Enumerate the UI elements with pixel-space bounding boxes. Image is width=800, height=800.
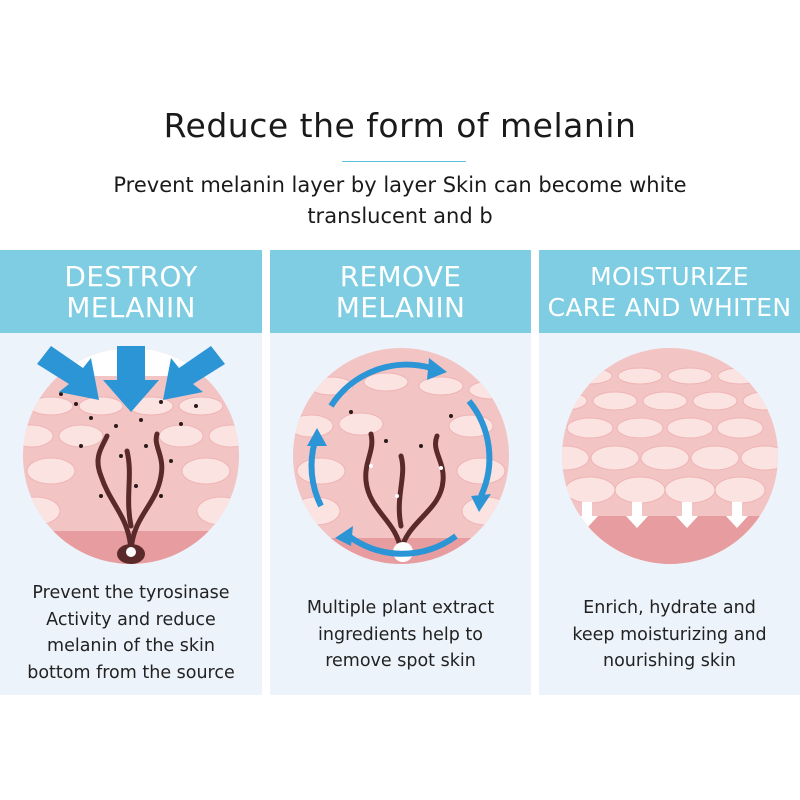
panel-header: DESTROY MELANIN bbox=[0, 250, 262, 333]
skin-cross-section-icon bbox=[23, 346, 239, 564]
panel-header: MOISTURIZE CARE AND WHITEN bbox=[539, 250, 800, 333]
page-title: Reduce the form of melanin bbox=[163, 106, 637, 145]
title-divider bbox=[342, 161, 466, 162]
panel-description: Prevent the tyrosinase Activity and redu… bbox=[0, 580, 262, 686]
panel-moisturize: MOISTURIZE CARE AND WHITEN bbox=[539, 250, 800, 695]
desc-line-3: nourishing skin bbox=[603, 651, 736, 671]
panel-destroy-melanin: DESTROY MELANIN bbox=[0, 250, 262, 695]
subtitle-line-2: translucent and b bbox=[307, 204, 493, 228]
skin-circulation-icon bbox=[292, 348, 509, 564]
remove-melanin-illustration bbox=[291, 346, 511, 566]
panel-header: REMOVE MELANIN bbox=[270, 250, 531, 333]
panel-header-line-2: CARE AND WHITEN bbox=[547, 292, 792, 322]
panel-remove-melanin: REMOVE MELANIN bbox=[270, 250, 531, 695]
desc-line-2: ingredients help to bbox=[318, 624, 483, 645]
desc-line-1: Multiple plant extract bbox=[306, 598, 495, 618]
moisturize-illustration bbox=[560, 346, 780, 566]
subtitle-line-1: Prevent melanin layer by layer Skin can … bbox=[113, 173, 687, 197]
desc-line-3: remove spot skin bbox=[325, 651, 476, 671]
panel-header-line-1: DESTROY bbox=[64, 259, 198, 293]
desc-line-1: Enrich, hydrate and bbox=[583, 598, 756, 618]
panel-header-line-1: REMOVE bbox=[339, 259, 462, 293]
panel-header-line-2: MELANIN bbox=[335, 290, 466, 324]
desc-line-3: melanin of the skin bbox=[47, 636, 215, 656]
panel-header-line-2: MELANIN bbox=[66, 290, 196, 324]
healthy-skin-icon bbox=[561, 348, 778, 564]
panel-description: Multiple plant extract ingredients help … bbox=[270, 595, 531, 675]
destroy-melanin-illustration bbox=[21, 346, 241, 566]
desc-line-1: Prevent the tyrosinase bbox=[32, 583, 230, 603]
page-subtitle: Prevent melanin layer by layer Skin can … bbox=[60, 170, 740, 232]
panel-description: Enrich, hydrate and keep moisturizing an… bbox=[539, 595, 800, 675]
desc-line-2: keep moisturizing and bbox=[572, 624, 767, 645]
panel-header-line-1: MOISTURIZE bbox=[590, 261, 749, 291]
desc-line-4: bottom from the source bbox=[27, 662, 235, 683]
desc-line-2: Activity and reduce bbox=[46, 609, 216, 630]
